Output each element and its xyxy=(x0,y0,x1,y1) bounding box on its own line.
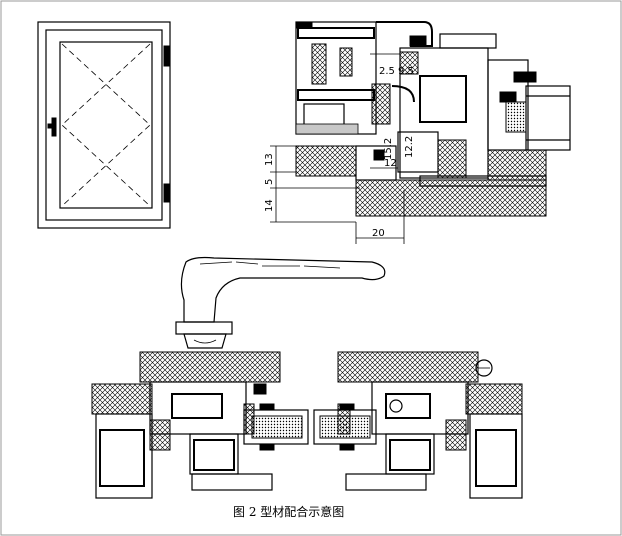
window-handle xyxy=(175,256,386,349)
left-profile-assembly xyxy=(91,351,309,499)
profile-section-detail xyxy=(270,21,571,244)
dim-15-2: 15.2 xyxy=(383,138,394,160)
dim-12: 12 xyxy=(384,158,397,169)
dim-9-5: 9.5 xyxy=(398,66,414,77)
window-elevation xyxy=(37,21,171,229)
dim-12-2: 12.2 xyxy=(404,136,415,158)
dim-5: 5 xyxy=(264,179,275,185)
dim-14: 14 xyxy=(264,199,275,212)
dim-20: 20 xyxy=(372,228,385,239)
right-profile-assembly xyxy=(313,351,523,499)
figure-caption: 图 2 型材配合示意图 xyxy=(233,504,344,519)
hinge-icon xyxy=(163,45,170,67)
dim-2-5: 2.5 xyxy=(379,66,395,77)
screw-icon xyxy=(475,359,493,377)
dim-13: 13 xyxy=(264,153,275,166)
